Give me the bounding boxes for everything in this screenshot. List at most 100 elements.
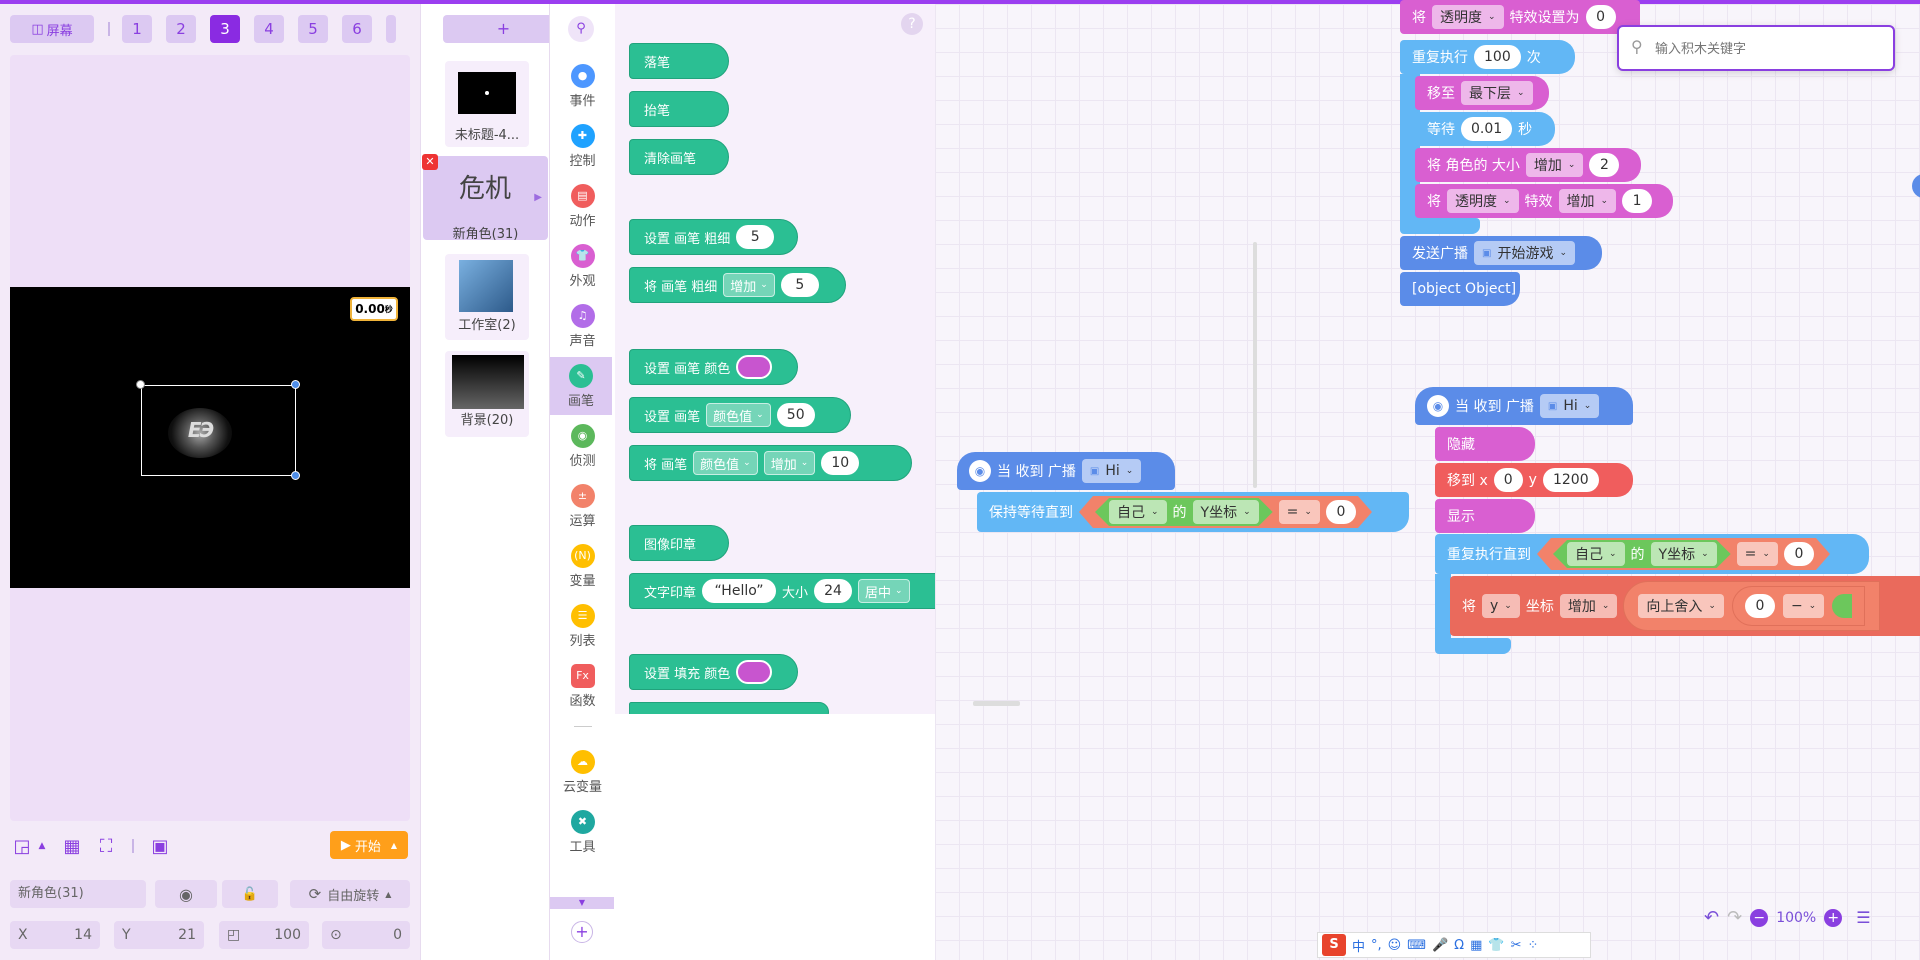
ime-emoji-icon[interactable]: ☺ <box>1387 937 1402 953</box>
message-dropdown[interactable]: ▣Hi⌄ <box>1539 394 1600 418</box>
ws-when-receive-hat[interactable]: ◉当 收到 广播▣Hi⌄ <box>957 452 1175 490</box>
color-swatch[interactable] <box>736 660 773 684</box>
wait-input[interactable]: 0.01 <box>1461 117 1513 141</box>
ime-tools-icon[interactable]: ✂ <box>1510 937 1522 953</box>
round-up-reporter[interactable]: 向上舍入⌄ 0−⌄ <box>1623 581 1881 631</box>
ws-broadcast-block[interactable]: 发送广播▣开始游戏⌄ <box>1400 236 1602 270</box>
palette-scrollbar[interactable] <box>1253 242 1257 488</box>
ime-voice-icon[interactable]: 🎤 <box>1431 937 1449 953</box>
op-dropdown[interactable]: 增加⌄ <box>1558 189 1617 213</box>
sprite-card[interactable]: 工作室(2) <box>445 254 529 340</box>
size-input[interactable]: 24 <box>814 579 853 603</box>
category-events[interactable]: ●事件 <box>550 57 615 115</box>
sprite-card[interactable]: 背景(20) <box>445 351 529 437</box>
page-5-button[interactable]: 5 <box>298 15 328 43</box>
undo-icon[interactable]: ↶ <box>1704 907 1720 928</box>
sprite-on-stage[interactable] <box>168 408 232 458</box>
caret-up-icon[interactable]: ▲ <box>38 841 46 851</box>
param-input[interactable]: 50 <box>776 403 815 427</box>
param-input[interactable]: 10 <box>821 451 860 475</box>
preview-icon[interactable]: ▣ <box>151 835 169 857</box>
block-pen-up[interactable]: 抬笔 <box>629 91 729 127</box>
operator-dropdown[interactable]: =⌄ <box>1279 500 1320 524</box>
block-clear[interactable]: 清除画笔 <box>629 139 729 175</box>
block-set-pen-param[interactable]: 设置 画笔颜色值⌄50 <box>629 397 851 433</box>
ws-delete-clone-block[interactable]: [object Object] <box>1400 272 1520 306</box>
param-dropdown[interactable]: 颜色值⌄ <box>706 403 771 427</box>
math-dropdown[interactable]: 向上舍入⌄ <box>1638 594 1724 618</box>
page-6-button[interactable]: 6 <box>342 15 372 43</box>
category-sound[interactable]: ♫声音 <box>550 297 615 355</box>
resize-handle-tl[interactable] <box>136 380 145 389</box>
page-1-button[interactable]: 1 <box>122 15 152 43</box>
value-input[interactable]: 1 <box>1622 189 1653 213</box>
x-input[interactable]: 0 <box>1493 468 1523 492</box>
ws-show-block[interactable]: 显示 <box>1435 499 1535 533</box>
ime-softkey-icon[interactable]: ▦ <box>1470 937 1483 953</box>
category-pen[interactable]: ✎画笔 <box>550 357 612 415</box>
ws-change-effect-block[interactable]: 将透明度⌄特效增加⌄1 <box>1415 184 1673 218</box>
screen-button[interactable]: ◫屏幕 <box>10 15 94 43</box>
category-variables[interactable]: (N)变量 <box>550 537 615 595</box>
rotation-mode-select[interactable]: ⟳自由旋转▲ <box>290 880 410 908</box>
direction-field[interactable]: ⊙0 <box>322 921 410 949</box>
align-dropdown[interactable]: 居中⌄ <box>858 579 910 603</box>
category-tools[interactable]: ✖工具 <box>550 803 615 861</box>
add-extension-button[interactable]: + <box>571 921 593 943</box>
value-input[interactable]: 0 <box>1744 594 1775 618</box>
visibility-toggle[interactable]: ◉ <box>155 880 217 908</box>
block-stamp[interactable]: 图像印章 <box>629 525 729 561</box>
rotate-handle[interactable] <box>291 380 300 389</box>
op-dropdown[interactable]: 增加⌄ <box>763 451 816 475</box>
ime-skin-icon[interactable]: 👕 <box>1488 937 1505 953</box>
target-dropdown[interactable]: 自己⌄ <box>1109 500 1167 524</box>
ws-change-size-block[interactable]: 将 角色的 大小增加⌄2 <box>1415 148 1641 182</box>
color-swatch[interactable] <box>736 355 773 379</box>
page-more-button[interactable] <box>386 15 396 43</box>
zoom-out-icon[interactable]: − <box>1750 908 1769 927</box>
ime-logo-icon[interactable]: S <box>1322 934 1346 956</box>
size-input[interactable]: 5 <box>780 273 819 297</box>
search-icon[interactable]: ⚲ <box>568 16 594 42</box>
property-dropdown[interactable]: Y坐标⌄ <box>1193 500 1259 524</box>
ime-menu-icon[interactable]: ⁘ <box>1527 937 1539 953</box>
small-stage-icon[interactable]: ◲ <box>13 835 31 857</box>
y-input[interactable]: 1200 <box>1542 468 1599 492</box>
page-3-button[interactable]: 3 <box>210 15 240 43</box>
nested-reporter[interactable] <box>1832 594 1853 618</box>
operator-dropdown[interactable]: =⌄ <box>1737 542 1778 566</box>
align-blocks-icon[interactable]: ☰ <box>1856 908 1871 927</box>
grid-icon[interactable]: ▦ <box>63 835 81 857</box>
help-icon[interactable]: ? <box>901 13 923 35</box>
effect-dropdown[interactable]: 透明度⌄ <box>1432 5 1504 29</box>
block-set-pen-color[interactable]: 设置 画笔 颜色 <box>629 349 798 385</box>
category-sensing[interactable]: ◉侦测 <box>550 417 615 475</box>
palette-scrollbar-horizontal[interactable] <box>973 701 1020 706</box>
param-dropdown[interactable]: 颜色值⌄ <box>693 451 758 475</box>
ws-when-receive-hat[interactable]: ◉当 收到 广播▣Hi⌄ <box>1415 387 1633 425</box>
value-input[interactable]: 0 <box>1326 500 1356 524</box>
fullscreen-icon[interactable]: ⛶ <box>99 835 113 857</box>
selection-box[interactable] <box>141 385 296 476</box>
block-search-input[interactable] <box>1655 39 1875 59</box>
effect-dropdown[interactable]: 透明度⌄ <box>1447 189 1519 213</box>
chevron-right-icon[interactable]: ▶ <box>534 192 542 203</box>
lock-toggle[interactable]: 🔓 <box>222 880 278 908</box>
property-dropdown[interactable]: Y坐标⌄ <box>1651 542 1717 566</box>
op-dropdown[interactable]: 增加⌄ <box>723 273 775 297</box>
op-dropdown[interactable]: 增加⌄ <box>1559 594 1618 618</box>
category-operators[interactable]: ±运算 <box>550 477 615 535</box>
ime-symbol-icon[interactable]: Ω <box>1454 937 1465 953</box>
block-change-pen-size[interactable]: 将 画笔 粗细增加⌄5 <box>629 267 846 303</box>
block-pen-down[interactable]: 落笔 <box>629 43 729 79</box>
